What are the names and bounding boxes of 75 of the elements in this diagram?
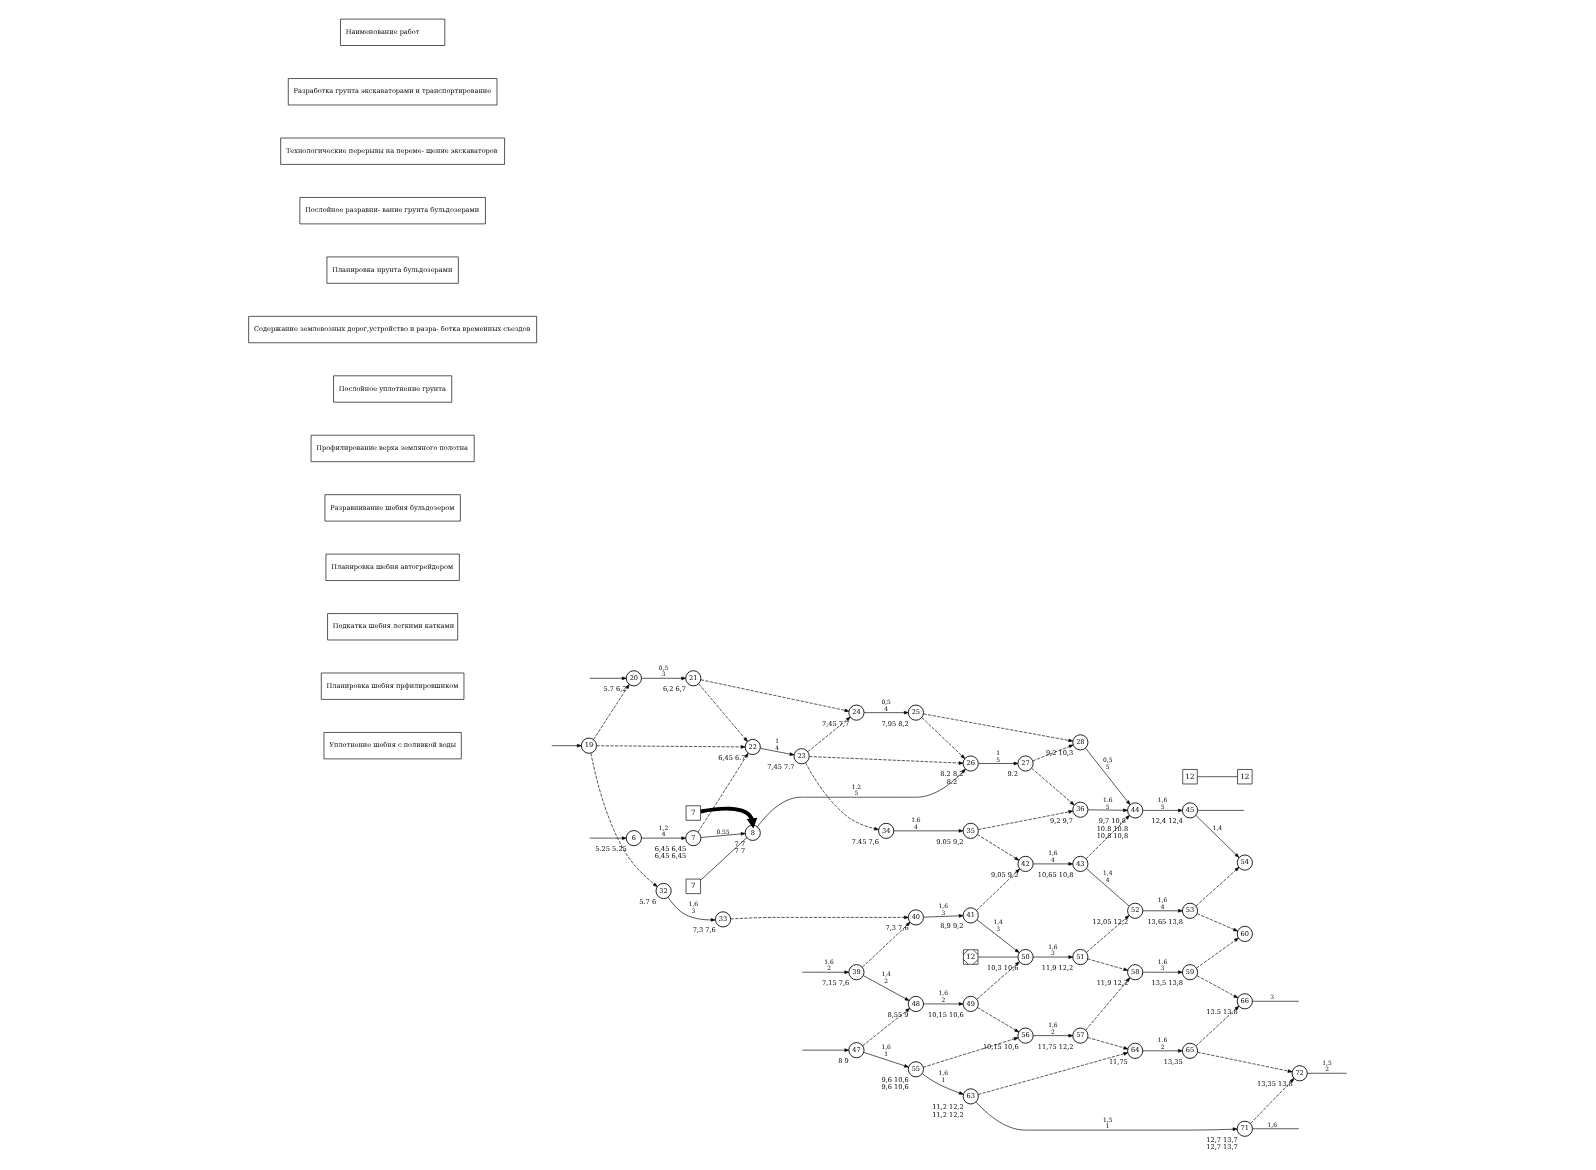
arrow [697,752,749,833]
arrow [1032,744,1074,762]
arrow [1087,1037,1129,1050]
arrow [921,1073,964,1095]
arrow [1195,1005,1240,1047]
arrow [757,768,966,827]
arrow [862,921,911,968]
arrow [976,961,1020,1000]
arrow [1250,1078,1295,1124]
arrow [698,683,748,742]
arrow [1032,862,1074,866]
arrow [1197,1051,1293,1073]
connector [1086,868,1130,907]
arrow [978,810,1074,830]
arrow [978,761,1019,766]
arrow [1085,977,1131,1031]
arrow [808,756,964,765]
arrow [590,752,658,887]
arrow [700,832,746,838]
arrow [641,836,686,840]
arrow [1031,767,1075,806]
connector [1252,1128,1300,1130]
connector [1197,810,1245,811]
arrow [862,1008,910,1047]
arrow [1142,909,1183,913]
arrow [551,743,582,748]
arrow [1085,815,1130,860]
arrow [641,676,686,680]
arrow [1195,867,1240,907]
arrow [760,748,795,756]
arrow [893,829,964,833]
arrow [977,1007,1020,1033]
arrow [1196,975,1239,999]
connector [1307,1072,1348,1074]
arrow [923,1002,964,1006]
arrow [923,914,964,918]
arrow [976,919,1020,953]
arrow [1195,815,1240,858]
connector [700,837,748,881]
arrow [596,745,746,749]
arrow [1032,1033,1074,1038]
arrow [976,868,1020,911]
arrow [700,679,850,713]
arrow [863,975,910,1001]
arrow [1196,937,1239,969]
arrow [977,834,1020,861]
arrow [921,717,966,759]
arrow [1087,958,1129,971]
arrow [863,1052,909,1068]
arrow [1087,808,1128,812]
arrow [807,716,851,753]
arrow [923,713,1074,743]
arrow [1086,915,1130,953]
connector [1197,776,1238,778]
connector [1252,1000,1300,1002]
arrow [977,1052,1129,1095]
arrow [589,676,627,680]
arrow [1142,1049,1183,1053]
arrow [1196,913,1238,932]
arrow [802,1048,850,1052]
arrow [805,762,879,831]
arrow [863,710,909,715]
connector [977,956,1019,958]
arrow [1142,808,1183,813]
arrow [975,1101,1238,1131]
arrow [1032,955,1074,959]
arrow [1142,970,1183,974]
arrow [593,684,630,740]
arrow [667,896,716,922]
arrow [1085,747,1131,805]
arrow [700,806,758,829]
arrow [802,970,850,974]
arrow [730,915,909,920]
arrow [589,836,627,840]
arrow [923,1037,1019,1068]
